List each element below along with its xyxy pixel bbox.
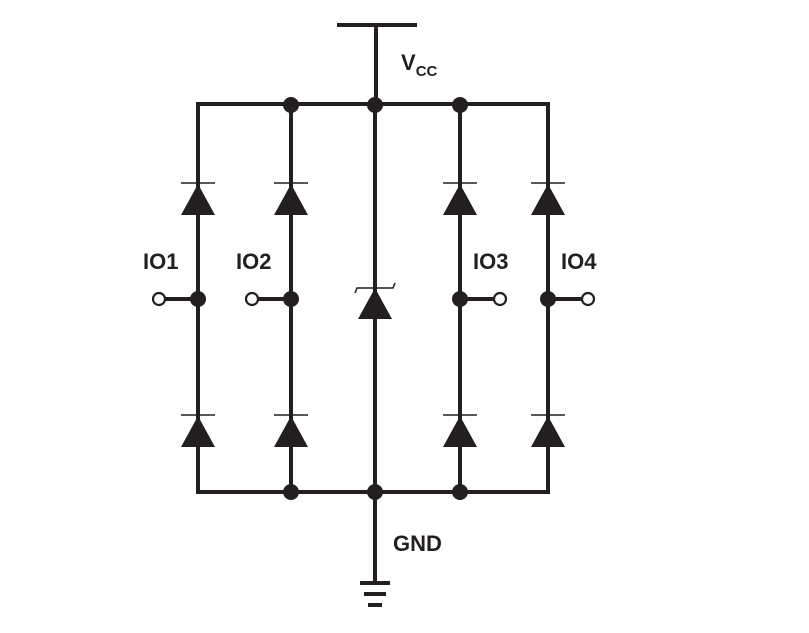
zener-diode — [354, 282, 396, 319]
io4-terminal — [546, 291, 596, 307]
junction-dot — [283, 97, 299, 113]
ground-symbol — [360, 490, 390, 607]
junction-dot — [452, 484, 468, 500]
io1-terminal — [151, 291, 200, 307]
io4-label: IO4 — [561, 249, 597, 274]
io3-label: IO3 — [473, 249, 508, 274]
junction-dot — [367, 97, 383, 113]
junction-dot — [283, 484, 299, 500]
upper-diode-io1 — [181, 182, 215, 215]
lower-diode-io1 — [181, 414, 215, 447]
lower-diode-io4 — [531, 414, 565, 447]
lower-diode-io3 — [443, 414, 477, 447]
vcc-supply-symbol — [337, 23, 417, 106]
upper-diode-io2 — [274, 182, 308, 215]
upper-diode-io4 — [531, 182, 565, 215]
lower-diode-io2 — [274, 414, 308, 447]
junction-dot — [452, 97, 468, 113]
io2-terminal — [244, 291, 293, 307]
upper-diode-io3 — [443, 182, 477, 215]
io1-label: IO1 — [143, 249, 178, 274]
vcc-label: VCC — [401, 50, 438, 80]
io2-label: IO2 — [236, 249, 271, 274]
io3-terminal — [458, 291, 508, 307]
gnd-label: GND — [393, 531, 442, 556]
